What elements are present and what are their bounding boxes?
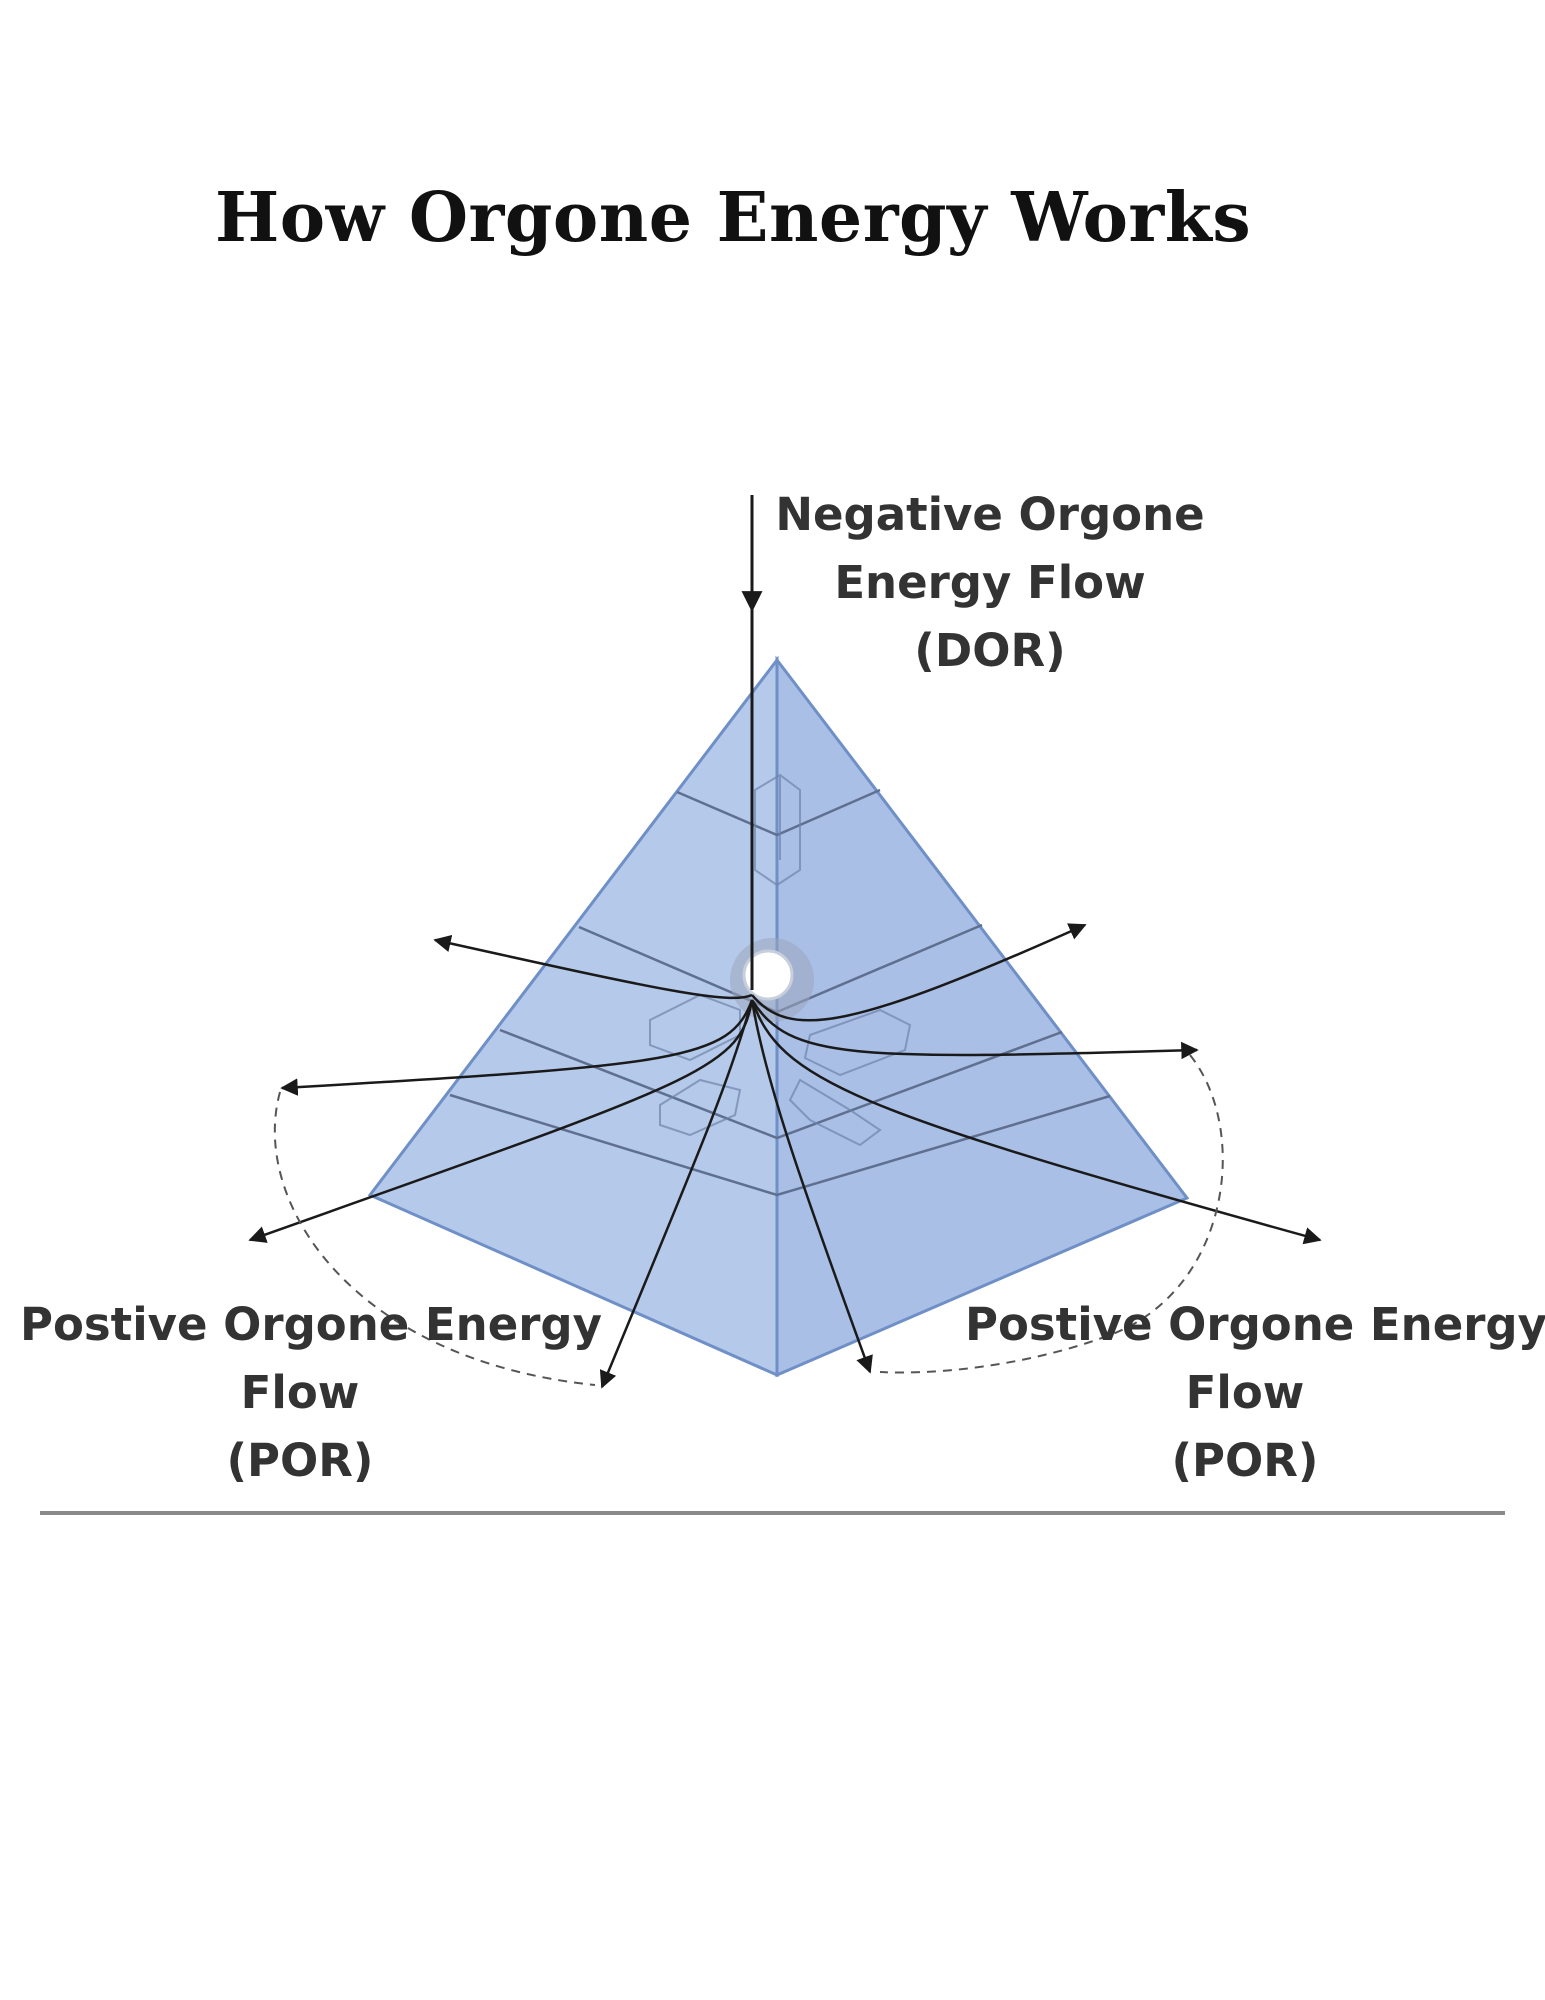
section-divider (40, 1511, 1505, 1515)
negative-flow-label-line-3: (DOR) (914, 624, 1066, 677)
por-flow-arrows (248, 923, 1322, 1389)
positive-flow-left-line-3: (POR) (226, 1434, 374, 1487)
por-arrow-upper-right (751, 923, 1087, 1022)
positive-flow-right-line-3: (POR) (1171, 1434, 1319, 1487)
por-arrow-down-left (599, 999, 754, 1389)
por-arrow-mid-right (750, 999, 1199, 1060)
por-arrow-lower-right (750, 999, 1322, 1245)
dashed-flow-arcs (273, 1054, 1224, 1386)
positive-flow-label-left: Postive Orgone Energy Flow (POR) (20, 1291, 602, 1495)
dashed-arc-left (273, 1091, 596, 1386)
positive-flow-left-line-2: Flow (240, 1366, 360, 1419)
dashed-arc-right (879, 1054, 1224, 1374)
positive-flow-left-line-1: Postive Orgone Energy (20, 1298, 602, 1351)
pyramid-left-face (367, 655, 779, 1378)
positive-flow-right-line-2: Flow (1185, 1366, 1305, 1419)
por-arrow-mid-left (280, 999, 754, 1096)
por-arrow-upper-left (433, 934, 753, 1000)
positive-flow-right-line-1: Postive Orgone Energy (965, 1298, 1545, 1351)
negative-flow-label-line-1: Negative Orgone (775, 488, 1205, 541)
negative-flow-label-line-2: Energy Flow (834, 556, 1146, 609)
page-title: How Orgone Energy Works (215, 178, 1252, 258)
negative-flow-label: Negative Orgone Energy Flow (DOR) (770, 481, 1210, 685)
por-arrow-down-right (750, 999, 873, 1374)
positive-flow-label-right: Postive Orgone Energy Flow (POR) (965, 1291, 1545, 1495)
sphere-icon (730, 938, 814, 1022)
